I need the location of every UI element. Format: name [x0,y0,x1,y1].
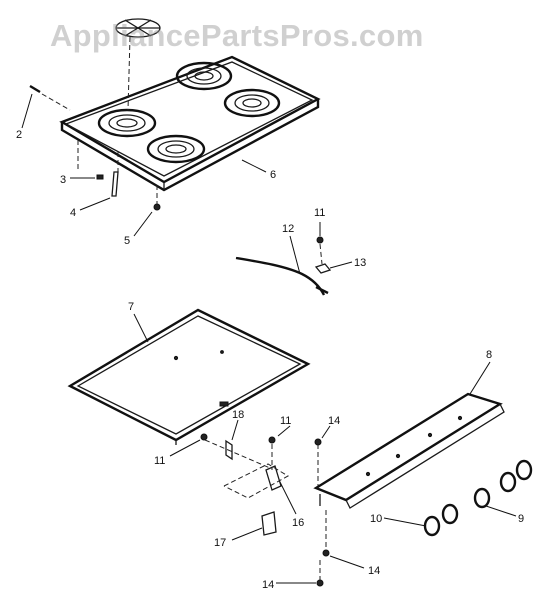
burner-front-left [97,108,157,138]
callout-14-bottom: 14 [262,579,274,591]
callout-9: 9 [518,513,524,525]
burner-rear-left [175,61,233,91]
control-panel [313,392,505,587]
control-knobs [423,459,533,537]
leader-lines [21,93,517,584]
callout-10: 10 [370,513,382,525]
callout-7: 7 [128,301,134,313]
burner-rear-right [223,88,281,118]
burner-grate [115,18,161,111]
callout-14-right: 14 [368,565,380,577]
cooktop [59,55,321,192]
callout-11-mid: 11 [280,415,291,427]
callout-14-top: 14 [328,415,340,427]
callout-17: 17 [214,537,226,549]
callouts: 2 3 4 5 6 11 12 13 7 8 18 11 14 11 16 17… [16,129,524,591]
bottom-panel [67,308,311,445]
callout-13: 13 [354,257,366,269]
wire-assembly [235,236,332,296]
callout-4: 4 [70,207,76,219]
lower-hardware [200,433,290,536]
burner-front-right [146,134,206,164]
callout-8: 8 [486,349,492,361]
bracket-parts [77,140,161,211]
callout-11-left: 11 [154,455,165,467]
callout-6: 6 [270,169,276,181]
callout-16: 16 [292,517,304,529]
callout-11-top: 11 [314,207,325,219]
callout-2: 2 [16,129,22,141]
callout-3: 3 [60,174,66,186]
callout-5: 5 [124,235,130,247]
part-2-screw [29,84,71,111]
callout-18: 18 [232,409,244,421]
callout-12: 12 [282,223,294,235]
